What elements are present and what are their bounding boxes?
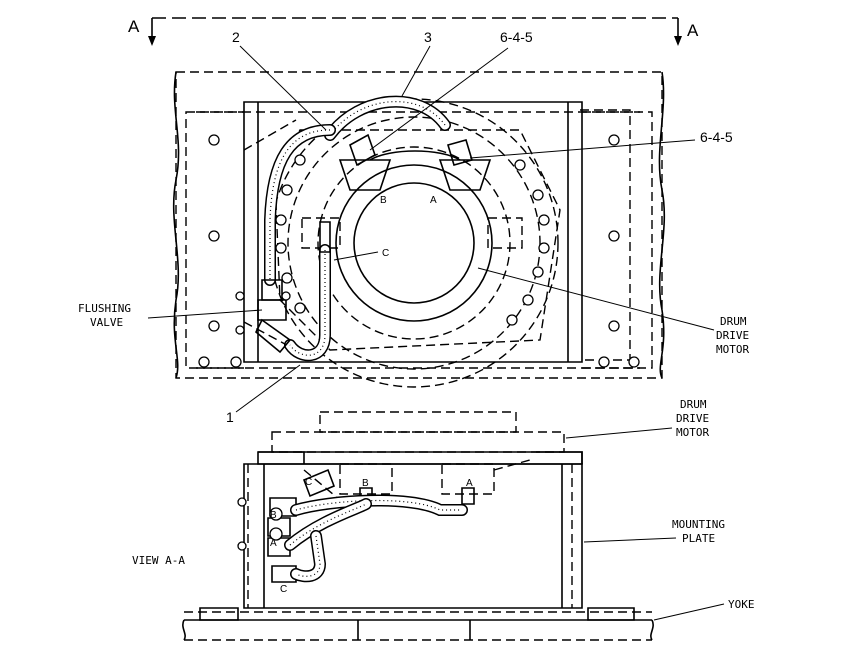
port-a-valve: A (270, 538, 277, 549)
port-b-valve: B (270, 510, 277, 521)
port-c-side-top: C (305, 477, 312, 488)
port-a-side: A (466, 478, 473, 489)
section-mark-left: A (128, 17, 140, 36)
view-label: VIEW A-A (132, 554, 185, 567)
flushing-valve-label-1: FLUSHING (78, 302, 131, 315)
port-c-top: C (382, 248, 389, 259)
side-view-labels: DRUM DRIVE MOTOR MOUNTING PLATE YOKE VIE… (132, 398, 755, 621)
top-view: B A C (172, 71, 666, 388)
side-view: C B A B A C (182, 411, 654, 641)
callout-2: 2 (232, 29, 240, 45)
mounting-plate-label-2: PLATE (682, 532, 715, 545)
top-view-callouts: 2 3 6-4-5 6-4-5 1 FLUSHING VALVE DRUM DR… (78, 29, 749, 425)
port-c-side-bottom: C (280, 584, 287, 595)
section-line-a-a: A A (128, 17, 699, 46)
mounting-plate-label-1: MOUNTING (672, 518, 725, 531)
flushing-valve-label-2: VALVE (90, 316, 123, 329)
drum-drive-motor-side-label-1: DRUM (680, 398, 707, 411)
yoke-label: YOKE (728, 598, 755, 611)
drum-drive-motor-side-label-3: MOTOR (676, 426, 709, 439)
drum-drive-motor-side-label-2: DRIVE (676, 412, 709, 425)
callout-6-4-5-top: 6-4-5 (500, 29, 533, 45)
port-a-top: A (430, 195, 437, 206)
callout-1: 1 (226, 409, 234, 425)
drum-drive-motor-top-label-2: DRIVE (716, 329, 749, 342)
port-b-side: B (362, 478, 369, 489)
section-mark-right: A (687, 21, 699, 40)
callout-3: 3 (424, 29, 432, 45)
port-b-top: B (380, 195, 387, 206)
drum-drive-motor-top-label-1: DRUM (720, 315, 747, 328)
callout-6-4-5-right: 6-4-5 (700, 129, 733, 145)
drum-drive-motor-top-label-3: MOTOR (716, 343, 749, 356)
